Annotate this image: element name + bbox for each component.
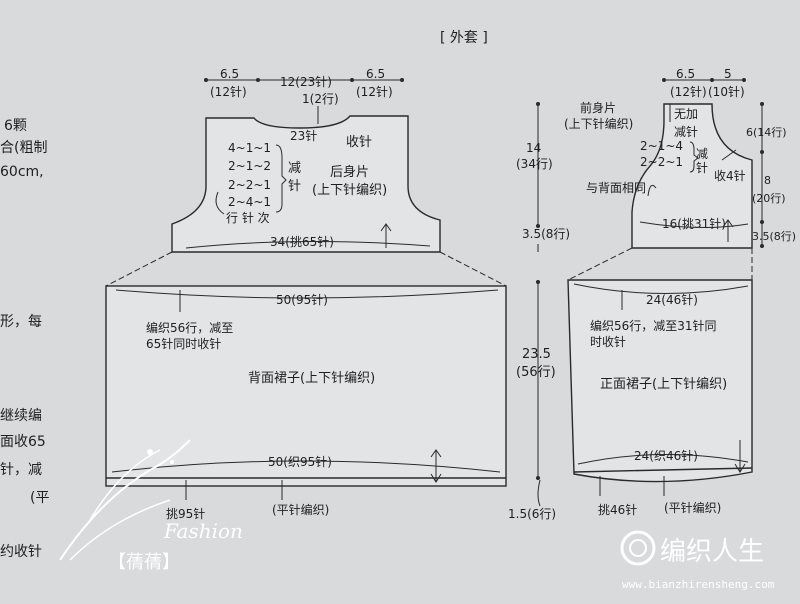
back-top-right-stitches: (12针) [356,84,393,99]
front-top-width-2: 5 [724,67,732,81]
front-skirt-name: 正面裙子(上下针编织) [600,377,727,392]
dim-14: 14 [526,141,541,155]
front-same-as-back: 与背面相同 [586,181,646,195]
back-dec-label-1: 减 [288,161,301,176]
back-dec-row-4: 2~4~1 [228,195,271,209]
left-text-8: (平 [30,490,49,506]
left-text-6: 面收65 [0,434,46,450]
back-top-left-stitches: (12针) [210,84,247,99]
back-skirt-plain: (平针编织) [272,502,329,517]
front-top-width: 6.5 [676,67,695,81]
title: [ 外套 ] [440,30,488,46]
front-dec-stitches: 减针 [674,124,698,139]
front-bodice: 6.5 (12针) 5 (10针) 前身片 (上下针编织) 无加 减针 2~1~… [564,67,796,249]
back-neck-bind: 收针 [346,135,372,150]
front-dec-label-2: 针 [696,160,708,175]
back-skirt-bottom: 50(织95针) [268,454,332,469]
left-text-column: 6颗 合(粗制 60cm, 形，每 继续编 面收65 针，减 (平 约收针 [0,118,49,560]
watermark-brand: 【蒨蒨】 [108,552,180,573]
back-top-left-width: 6.5 [220,67,239,81]
back-name-2: (上下针编织) [312,183,387,198]
back-skirt-top: 50(95针) [276,292,328,307]
back-skirt-pick: 挑95针 [166,506,205,521]
back-dec-row-3: 2~2~1 [228,178,271,192]
back-dec-label-2: 针 [288,179,301,194]
back-skirt: 50(95针) 编织56行，减至 65针同时收针 背面裙子(上下针编织) 50(… [105,285,507,521]
watermark-logo: 编织人生 www.bianzhirensheng.com [620,530,775,591]
dim-14-rows: (34行) [516,157,553,171]
watermark-fashion-text: Fashion [163,519,243,543]
left-text-7: 针，减 [0,462,42,478]
left-text-5: 继续编 [0,407,42,424]
left-text-9: 约收针 [0,544,42,560]
back-top-right-width: 6.5 [366,67,385,81]
front-base: 16(挑31针) [662,216,726,231]
front-bind-4: 收4针 [714,168,746,183]
front-dec-label-1: 减 [696,147,708,161]
left-text-4: 形，每 [0,314,42,330]
dim-1-5: 1.5(6行) [508,507,556,521]
front-skirt-bottom: 24(织46针) [634,448,698,463]
back-base: 34(挑65针) [270,234,334,249]
back-bodice: 6.5 (12针) 12(23针) 1(2行) 6.5 (12针) 23针 收针… [171,67,441,253]
back-skirt-note-2: 65针同时收针 [146,336,221,351]
center-dimensions: 14 (34行) 3.5(8行) 23.5 (56行) 1.5(6行) [508,102,570,521]
front-skirt-note-2: 时收针 [590,334,626,349]
front-skirt-pick: 挑46针 [598,502,637,517]
front-skirt-top: 24(46针) [646,292,698,307]
front-dec-row-2: 2~2~1 [640,155,683,169]
left-text-1: 6颗 [4,118,27,134]
front-skirt: 24(46针) 编织56行，减至31针同 时收针 正面裙子(上下针编织) 24(… [567,279,753,517]
front-right-dim-2: 8 [764,174,771,187]
front-right-dim-2-rows: (20行) [752,192,786,205]
front-right-dim-3: 3.5(8行) [752,230,796,243]
dim-23-5-rows: (56行) [516,365,556,380]
back-dec-footer: 行 针 次 [226,210,270,225]
front-no-inc: 无加 [674,107,698,121]
watermark-fashion: Fashion 【蒨蒨】 [59,439,243,573]
back-neck-stitches: 23针 [290,128,317,143]
back-dec-row-1: 4~1~1 [228,141,271,155]
front-skirt-plain: (平针编织) [664,500,721,515]
front-name-1: 前身片 [580,100,616,115]
back-skirt-note-1: 编织56行，减至 [146,320,233,335]
front-top-stitches-2: (10针) [708,84,745,99]
left-text-3: 60cm, [0,164,44,180]
back-skirt-name: 背面裙子(上下针编织) [248,371,375,386]
back-name-1: 后身片 [330,164,369,180]
front-dec-row-1: 2~1~4 [640,139,683,153]
watermark-logo-text: 编织人生 [660,537,764,567]
back-dec-row-2: 2~1~2 [228,159,271,173]
front-right-dim-1: 6(14行) [746,126,787,139]
dim-3-5: 3.5(8行) [522,227,570,241]
dim-23-5: 23.5 [522,347,551,362]
front-skirt-note-1: 编织56行，减至31针同 [590,318,717,333]
back-top-mid-rows: 1(2行) [302,92,339,106]
back-top-mid-width: 12(23针) [280,74,332,89]
watermark-url: www.bianzhirensheng.com [622,578,775,591]
front-name-2: (上下针编织) [564,116,633,131]
front-top-stitches: (12针) [670,84,707,99]
left-text-2: 合(粗制 [0,140,47,156]
